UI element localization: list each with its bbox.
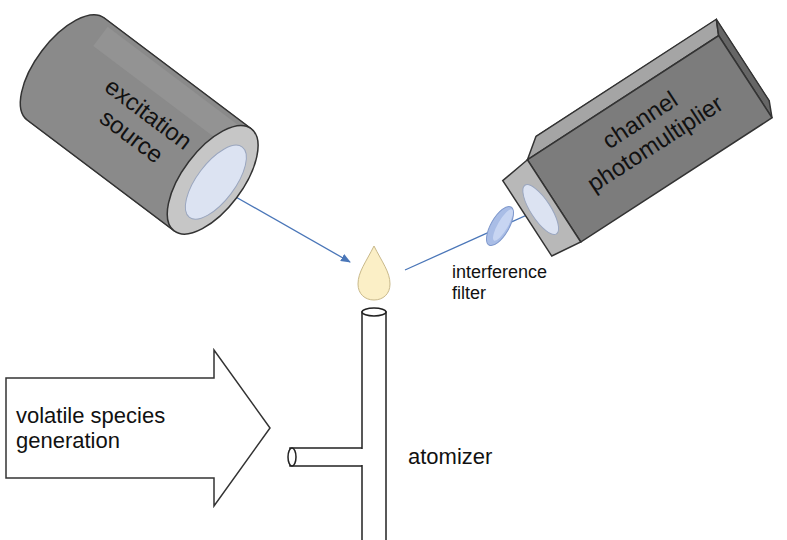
atomizer-tube [362, 312, 386, 540]
node-text: channel photomultiplier [557, 60, 738, 204]
atomizer-label: atomizer [408, 444, 528, 469]
filter-face [490, 207, 517, 243]
interference-filter [481, 202, 519, 249]
filter-label: interference filter [452, 262, 582, 303]
node-text: excitation source [71, 64, 208, 186]
excitation-source: excitation source [1, 0, 279, 252]
node-text: volatile species generation [16, 403, 206, 454]
photomultiplier: channel photomultiplier [490, 18, 780, 262]
species-generation-arrow: volatile species generation [4, 348, 274, 508]
tube-opening [362, 308, 386, 316]
excitation-beam [220, 188, 350, 262]
side-arm-opening [288, 448, 296, 466]
side-arm [290, 448, 364, 466]
flame [358, 246, 390, 300]
